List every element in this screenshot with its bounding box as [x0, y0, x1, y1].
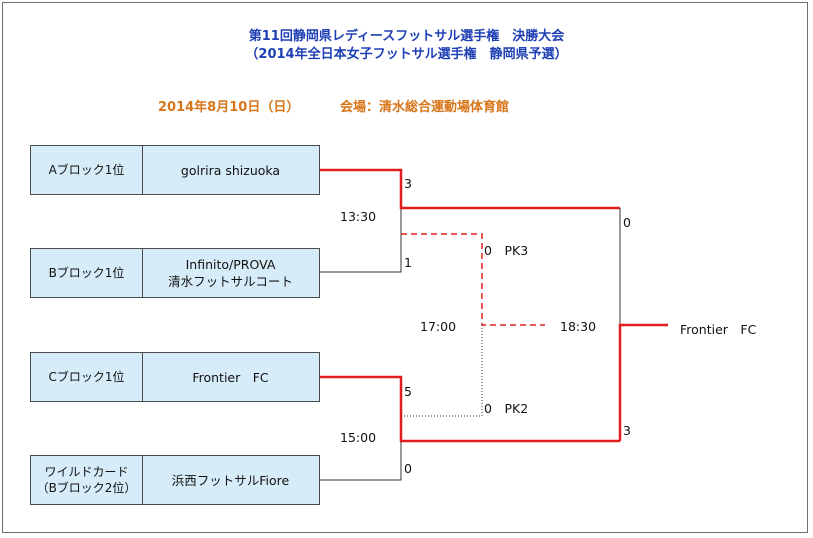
score-sf1-bottom: 1	[404, 255, 412, 270]
event-venue: 会場：清水総合運動場体育館	[340, 100, 510, 115]
score-sf2-top: 5	[404, 384, 412, 399]
tournament-subtitle: （2014年全日本女子フットサル選手権 静岡県予選）	[245, 47, 568, 62]
team-box-d: ワイルドカード（Bブロック2位） 浜西フットサルFiore	[30, 455, 320, 505]
team-seed-label: Aブロック1位	[31, 146, 143, 194]
team-name: Frontier FC	[192, 369, 269, 385]
third-place-line-lose	[401, 325, 483, 417]
team-box-a: Aブロック1位 golrira shizuoka	[30, 145, 320, 195]
champion-name: Frontier FC	[680, 322, 757, 337]
score-third-bottom: 0 PK2	[484, 401, 529, 416]
score-sf1-top: 3	[404, 176, 412, 191]
score-sf2-bottom: 0	[404, 461, 412, 476]
frame-border	[2, 2, 808, 533]
team-name: golrira shizuoka	[180, 162, 281, 178]
team-seed-label: ワイルドカード（Bブロック2位）	[31, 456, 143, 504]
team-name: 浜西フットサルFiore	[171, 472, 290, 488]
bracket-line-b	[320, 208, 402, 273]
team-seed-label: Cブロック1位	[31, 353, 143, 401]
bracket-line-final-win	[618, 323, 668, 441]
team-box-c: Cブロック1位 Frontier FC	[30, 352, 320, 402]
third-place-line-win	[401, 233, 545, 326]
time-sf2: 15:00	[340, 430, 377, 445]
bracket-line-d	[320, 441, 402, 481]
bracket-line-c-win	[320, 375, 620, 443]
time-sf1: 13:30	[340, 209, 377, 224]
time-final: 18:30	[560, 319, 597, 334]
bracket-line-a-win	[320, 168, 620, 210]
time-third-place: 17:00	[420, 319, 457, 334]
tournament-title: 第11回静岡県レディースフットサル選手権 決勝大会	[248, 29, 565, 44]
score-final-top: 0	[623, 215, 631, 230]
score-final-bottom: 3	[623, 423, 631, 438]
event-date: 2014年8月10日（日）	[158, 100, 300, 115]
team-seed-label: Bブロック1位	[31, 249, 143, 297]
score-third-top: 0 PK3	[484, 243, 529, 258]
